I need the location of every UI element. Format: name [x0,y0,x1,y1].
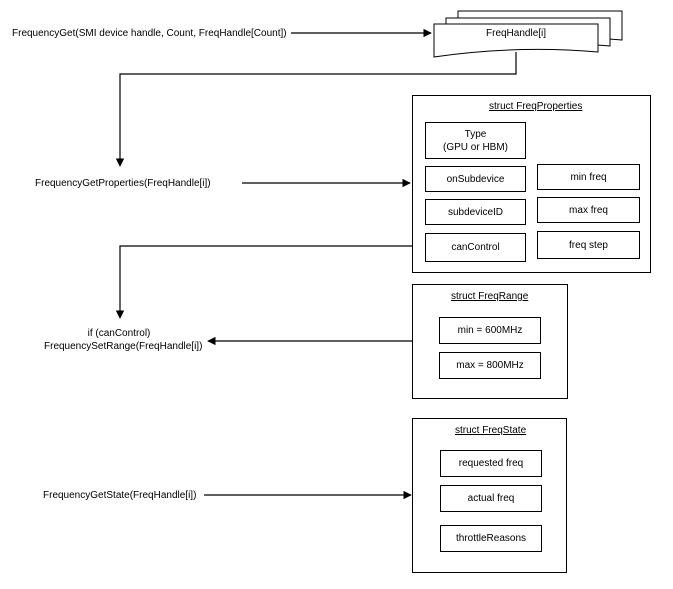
field-freq-step: freq step [537,231,640,259]
struct-freq-properties: struct FreqProperties Type (GPU or HBM) … [412,95,651,273]
set-range-call: FrequencySetRange(FreqHandle[i]) [44,341,203,352]
call-frequency-get-properties: FrequencyGetProperties(FreqHandle[i]) [35,178,211,189]
freq-handle-stack [433,10,623,58]
struct-freq-properties-title: struct FreqProperties [489,101,583,112]
field-subdevice-id: subdeviceID [425,199,526,225]
struct-freq-range: struct FreqRange min = 600MHz max = 800M… [412,284,568,399]
struct-freq-range-title: struct FreqRange [451,291,529,302]
arrow-handle-to-getproperties [115,52,517,167]
field-range-max: max = 800MHz [439,352,541,379]
field-type-values: (GPU or HBM) [443,141,508,153]
field-can-control: canControl [425,233,526,262]
freq-handle-label: FreqHandle[i] [486,28,547,39]
field-on-subdevice: onSubdevice [425,166,526,192]
struct-freq-state-title: struct FreqState [455,425,527,436]
set-range-condition: if (canControl) [87,328,151,339]
call-frequency-get-state: FrequencyGetState(FreqHandle[i]) [43,490,197,501]
call-frequency-set-range: if (canControl) FrequencySetRange(FreqHa… [44,327,203,353]
field-max-freq: max freq [537,197,640,223]
field-requested-freq: requested freq [440,450,542,477]
arrow-cancontrol-to-setrange [115,245,425,319]
field-throttle-reasons: throttleReasons [440,525,542,552]
handle-doc-front [433,23,599,58]
field-min-freq: min freq [537,164,640,190]
field-type-name: Type [464,128,487,140]
field-type: Type (GPU or HBM) [425,122,526,159]
field-actual-freq: actual freq [440,485,542,512]
field-range-min: min = 600MHz [439,317,541,344]
struct-freq-state: struct FreqState requested freq actual f… [412,418,567,573]
call-frequency-get: FrequencyGet(SMI device handle, Count, F… [12,28,287,39]
